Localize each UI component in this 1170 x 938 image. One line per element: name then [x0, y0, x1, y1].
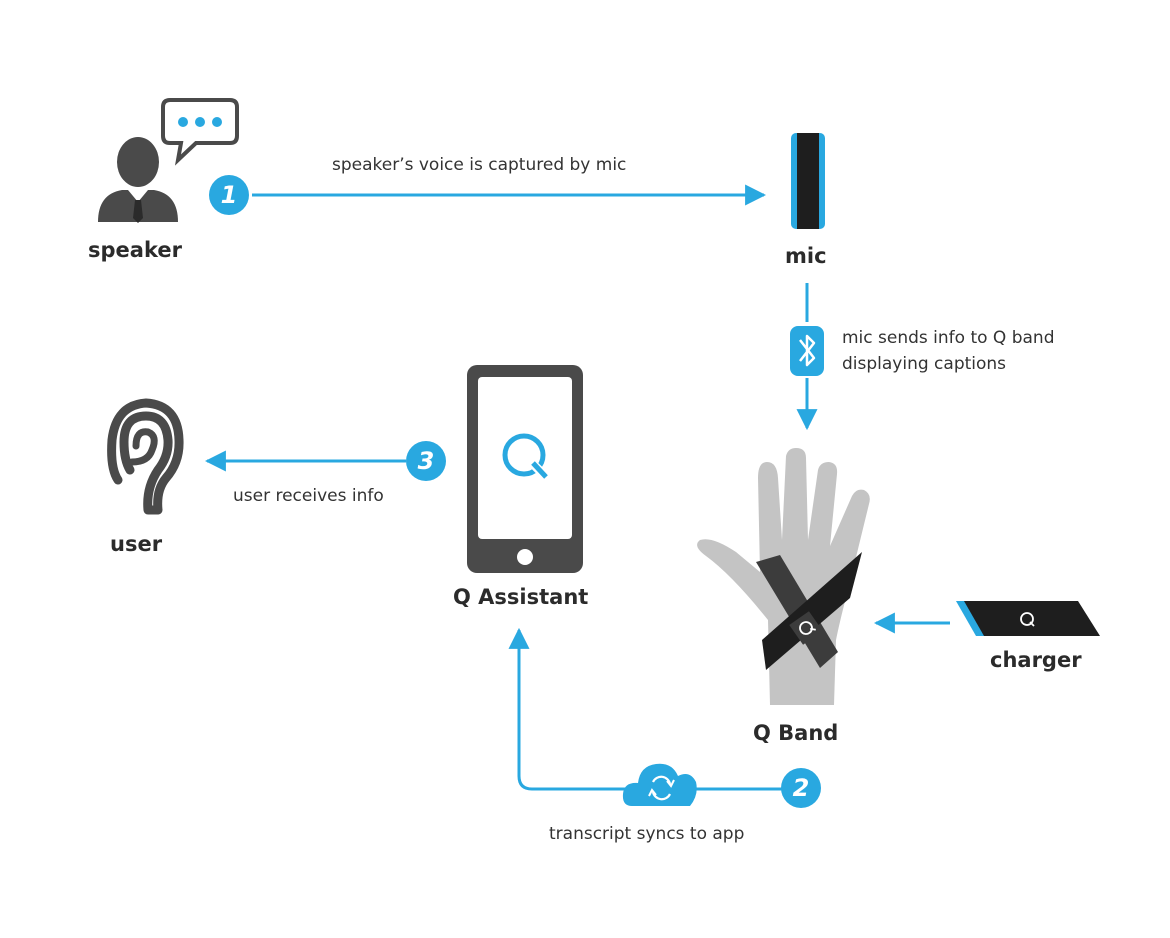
mic-label: mic: [785, 244, 827, 268]
step-3-badge: 3: [406, 441, 446, 481]
ear-icon: [107, 398, 184, 515]
q-assistant-label: Q Assistant: [453, 585, 589, 609]
speaker-icon: [98, 137, 178, 223]
edge-label-mic-to-band-2: displaying captions: [842, 354, 1007, 374]
mic-icon: [791, 133, 825, 229]
q-band-logo: [789, 611, 823, 645]
q-charger-logo: [1020, 612, 1035, 627]
q-band-label: Q Band: [753, 721, 839, 745]
hand-icon: [697, 448, 870, 705]
speaker-label: speaker: [88, 238, 182, 262]
charger-icon: [956, 601, 1100, 636]
step-2-badge: 2: [781, 768, 821, 808]
edge-band-to-app: [519, 630, 783, 791]
cloud-sync-icon: [622, 763, 697, 806]
speech-bubble-icon: [161, 98, 239, 166]
bluetooth-icon: [790, 326, 824, 376]
edge-label-mic-to-band-1: mic sends info to Q band: [842, 328, 1055, 348]
phone-icon: [467, 365, 583, 573]
user-label: user: [110, 532, 163, 556]
edge-label-speaker-to-mic: speaker’s voice is captured by mic: [332, 155, 627, 175]
step-1-badge: 1: [209, 175, 249, 215]
edge-label-app-to-user: user receives info: [233, 486, 384, 506]
q-app-logo: [502, 433, 551, 482]
edge-label-band-to-app: transcript syncs to app: [549, 824, 745, 844]
charger-label: charger: [990, 648, 1082, 672]
